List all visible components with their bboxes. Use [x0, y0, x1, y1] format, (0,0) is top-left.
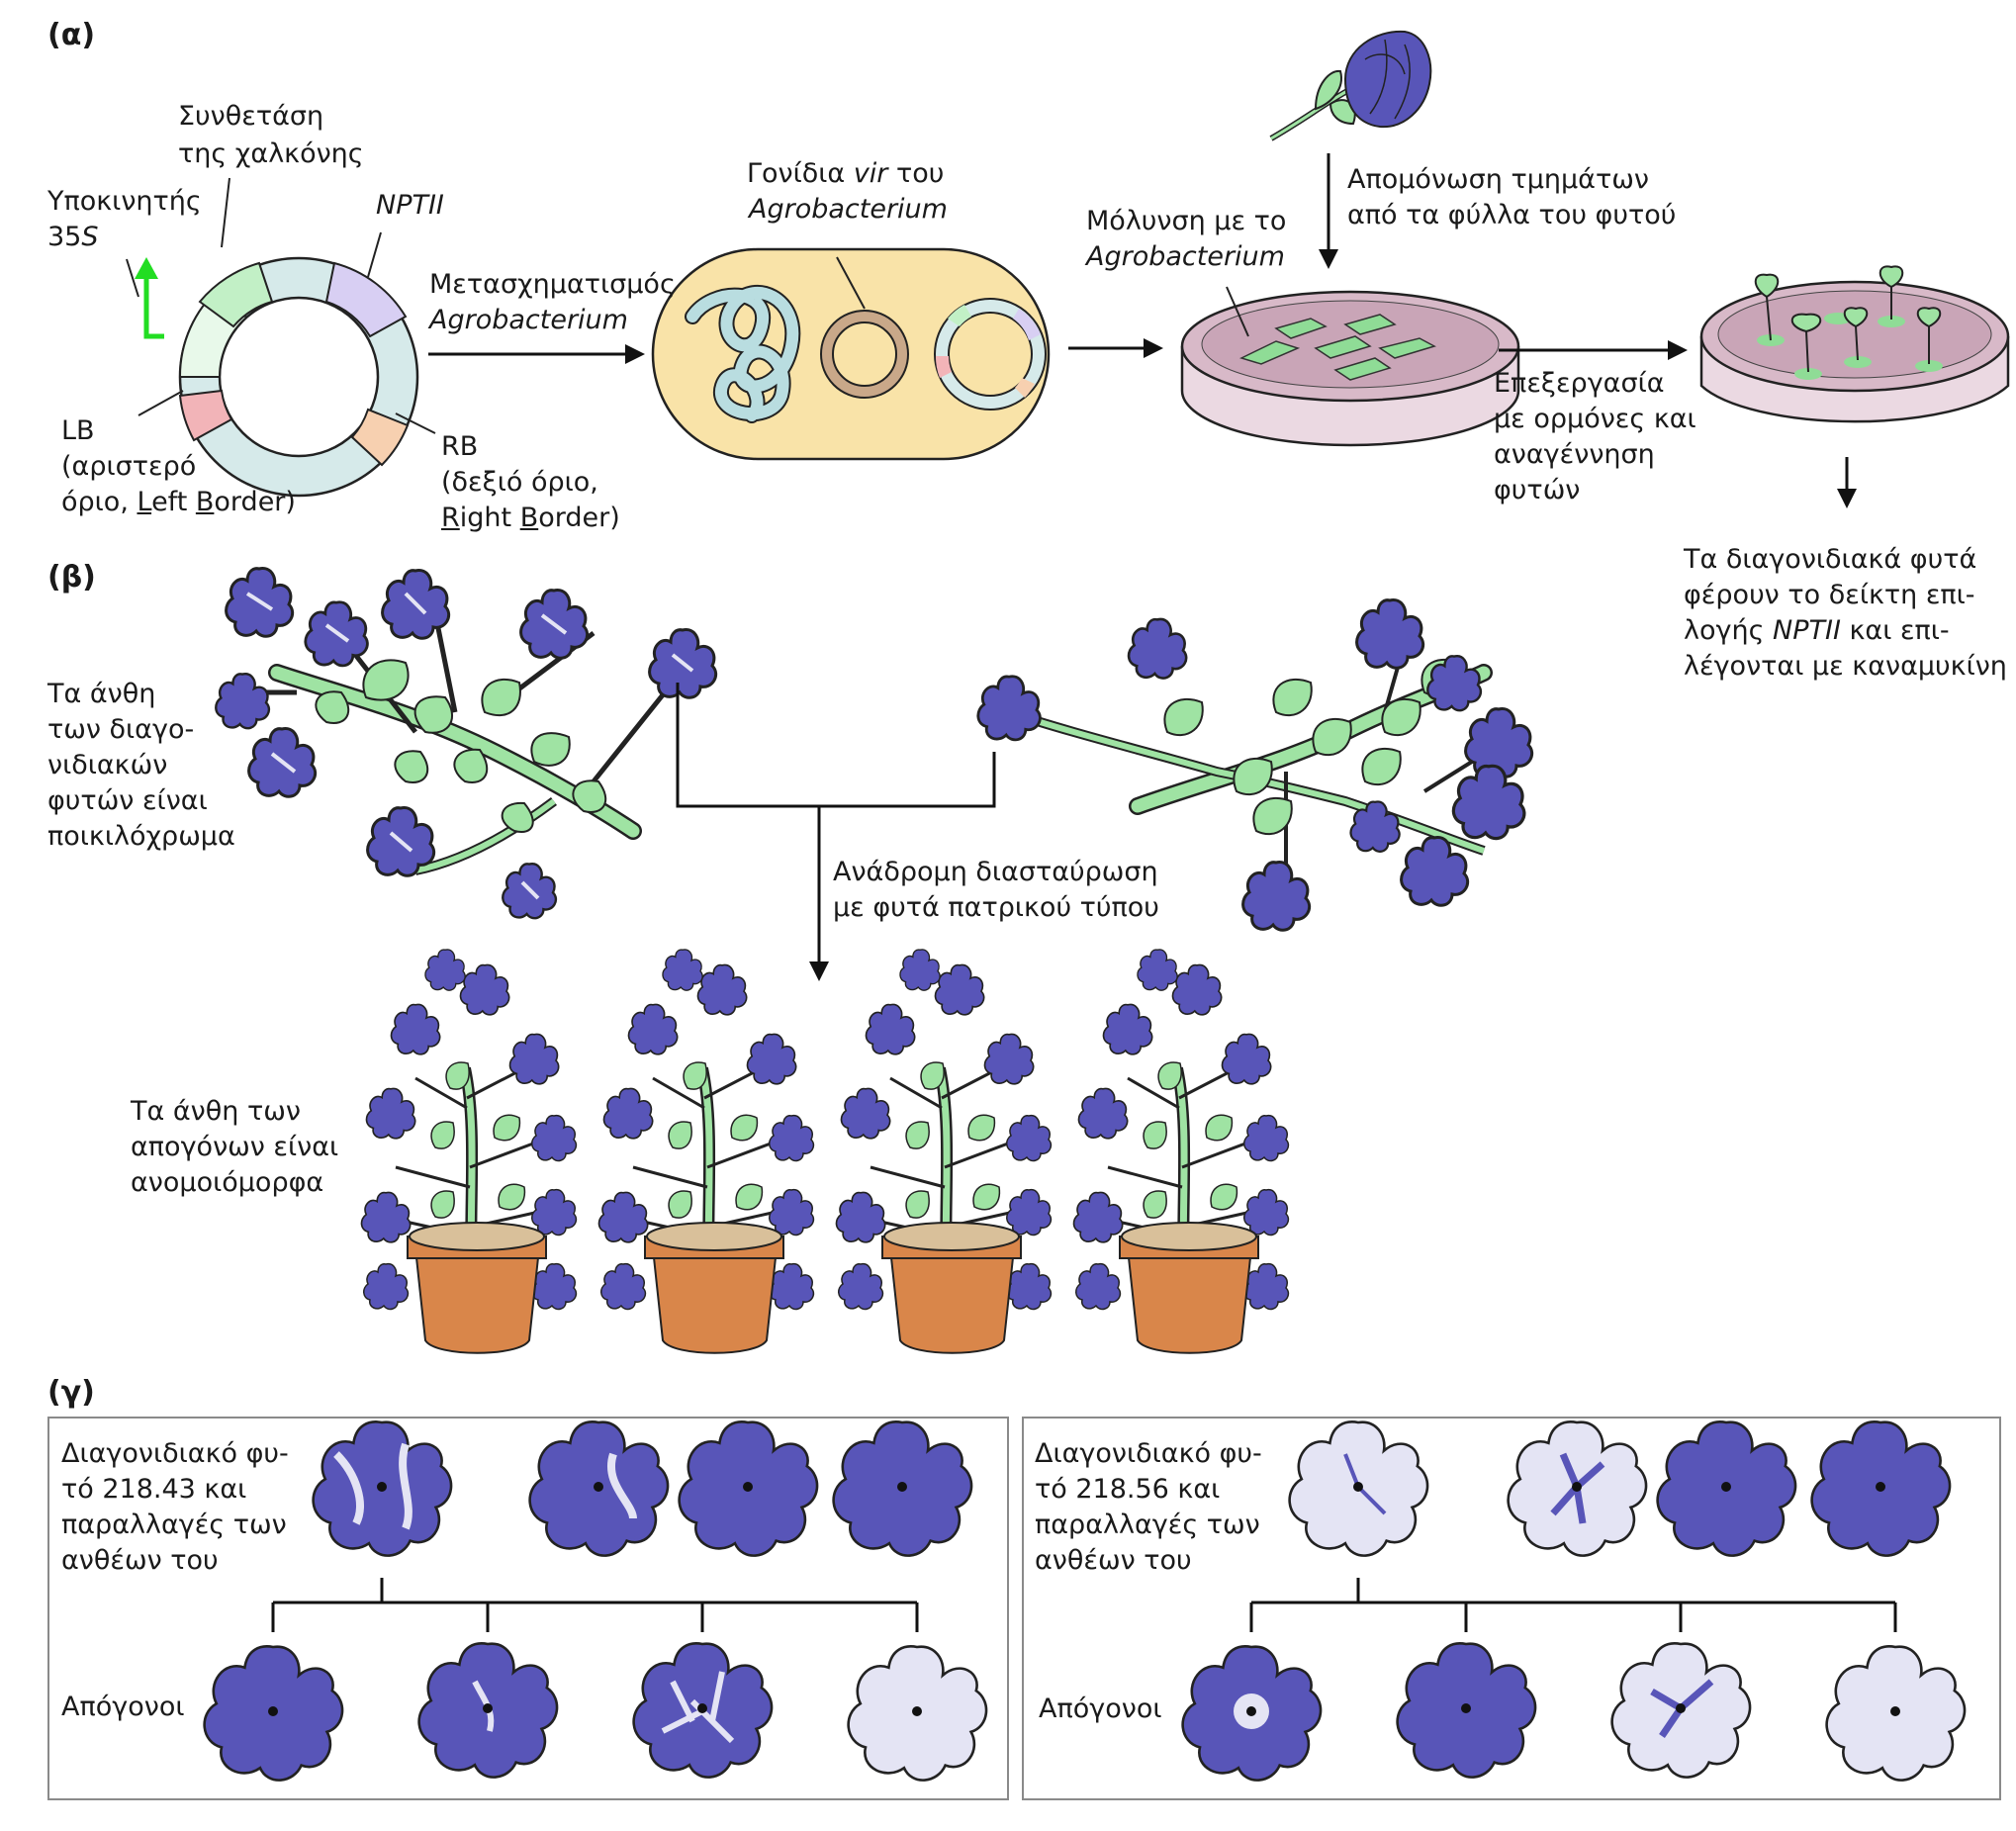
chalcone-label-2: της χαλκόνης [178, 138, 364, 169]
petri-dish-regeneration [1699, 265, 2010, 423]
offspring-label-2: απογόνων είναι [131, 1132, 339, 1162]
lb-label-1: LB [61, 415, 95, 446]
agrobacterium-cell [651, 247, 1051, 461]
vir-label-2: Agrobacterium [749, 194, 948, 225]
promoter-label-1: Υποκινητής [47, 186, 202, 217]
variegated-label-5: ποικιλόχρωμα [47, 821, 235, 852]
section-b-label: (β) [47, 560, 96, 595]
hormone-label-1: Επεξεργασία [1494, 368, 1665, 399]
variegated-vine-plant [215, 567, 718, 920]
variegated-label-2: των διαγο- [47, 714, 195, 745]
plasmid-diagram [126, 177, 436, 498]
section-c-label: (γ) [47, 1375, 95, 1410]
panel-left [47, 1417, 1009, 1800]
panel-left-label-4: ανθέων του [61, 1545, 219, 1576]
offspring-label-1: Τα άνθη των [131, 1096, 301, 1127]
petri-dish-infection [1180, 286, 1520, 447]
transform-label-2: Agrobacterium [429, 305, 628, 335]
variegated-label-3: νιδιακών [47, 750, 168, 780]
transform-label-1: Μετασχηματισμός [429, 269, 676, 300]
panel-right [1022, 1417, 2001, 1800]
transgenic-label-4: λέγονται με καναμυκίνη [1684, 651, 2007, 682]
hormone-label-3: αναγέννηση [1494, 439, 1655, 470]
rb-label-1: RB [441, 431, 479, 462]
rb-label-2: (δεξιό όριο, [441, 467, 598, 498]
hormone-label-4: φυτών [1494, 475, 1581, 505]
backcross-label-1: Ανάδρομη διασταύρωση [833, 857, 1158, 887]
panel-left-label-2: τό 218.43 και [61, 1474, 247, 1505]
transgenic-label-1: Τα διαγονιδιακά φυτά [1684, 544, 1977, 575]
backcross-label-2: με φυτά πατρικού τύπου [833, 892, 1159, 923]
infection-label-2: Agrobacterium [1086, 241, 1285, 272]
isolation-label-1: Απομόνωση τμημάτων [1347, 164, 1649, 195]
parental-vine-plant [976, 598, 1534, 932]
variegated-label-4: φυτών είναι [47, 785, 208, 816]
nptii-label: NPTII [376, 190, 444, 221]
panel-left-label-3: παραλλαγές των [61, 1510, 287, 1540]
lb-label-3: όριο, Left Border) [61, 487, 296, 517]
offspring-pots [360, 950, 1288, 1353]
panel-right-label-1: Διαγονιδιακό φυ- [1035, 1438, 1262, 1469]
offspring-label-3: ανομοιόμορφα [131, 1167, 324, 1198]
panel-left-flowers [203, 1420, 988, 1782]
rb-label-3: Right Border) [441, 503, 620, 533]
panel-right-label-3: παραλλαγές των [1035, 1510, 1260, 1540]
lb-label-2: (αριστερό [61, 451, 197, 482]
transgenic-label-3: λογής NPTII και επι- [1684, 615, 1950, 646]
transgenic-label-2: φέρουν το δείκτη επι- [1684, 580, 1975, 610]
promoter-label-2: 35S [47, 222, 99, 252]
promoter-arrow-icon [143, 265, 164, 339]
panel-left-offspring-label: Απόγονοι [61, 1692, 185, 1722]
panel-right-label-4: ανθέων του [1035, 1545, 1192, 1576]
isolation-label-2: από τα φύλλα του φυτού [1347, 200, 1677, 230]
panel-right-flowers [1181, 1420, 1967, 1782]
chalcone-label-1: Συνθετάση [178, 101, 324, 132]
hormone-label-2: με ορμόνες και [1494, 404, 1696, 434]
variegated-label-1: Τα άνθη [47, 679, 156, 709]
vir-label-1: Γονίδια vir του [747, 158, 945, 189]
panel-left-label-1: Διαγονιδιακό φυ- [61, 1438, 289, 1469]
infection-label-1: Μόλυνση με το [1086, 206, 1287, 236]
petunia-source-plant [1269, 30, 1432, 141]
panel-right-label-2: τό 218.56 και [1035, 1474, 1221, 1505]
section-a-label: (α) [47, 18, 96, 52]
panel-right-offspring-label: Απόγονοι [1039, 1694, 1162, 1724]
